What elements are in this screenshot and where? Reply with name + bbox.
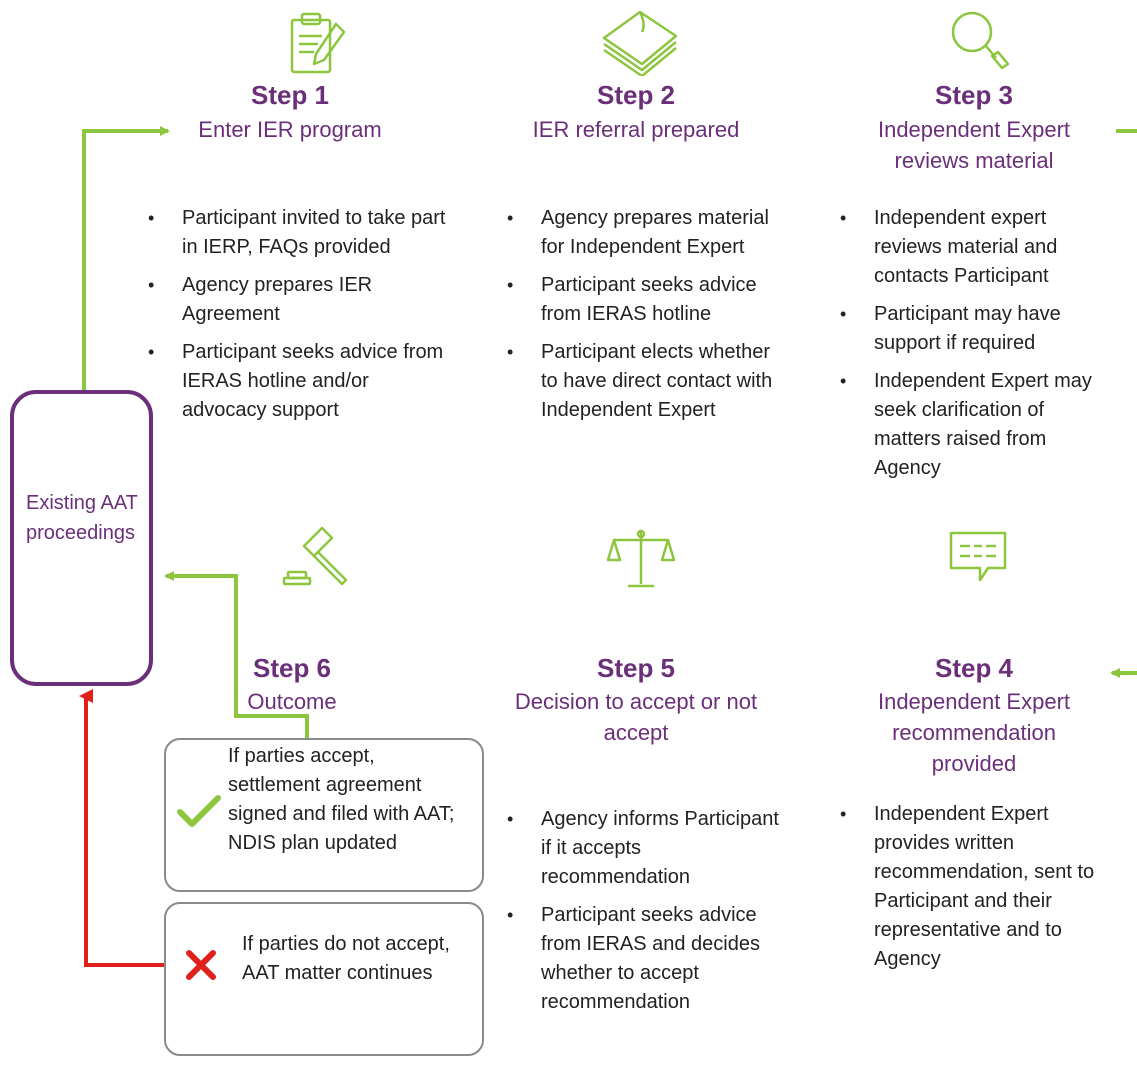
outcome-not-accept-box — [164, 902, 484, 1056]
step2-bullet-list: Agency prepares material for Independent… — [505, 204, 785, 434]
clipboard-icon — [290, 12, 346, 74]
step3-bullet-2: Participant may have support if required — [838, 300, 1113, 358]
existing-aat-proceedings-box — [10, 390, 153, 686]
step5-bullet-1: Agency informs Participant if it accepts… — [505, 805, 785, 892]
arrow-aat-to-step1 — [82, 126, 170, 390]
step3-bullet-list: Independent expert reviews material and … — [838, 204, 1113, 492]
step2-bullet-1: Agency prepares material for Independent… — [505, 204, 785, 262]
check-icon — [177, 795, 221, 827]
step3-bullet-3: Independent Expert may seek clarificatio… — [838, 367, 1113, 483]
arrow-not-accept-to-aat — [79, 689, 164, 967]
arrow-outcome-to-aat — [164, 571, 309, 738]
magnifier-icon — [951, 11, 1010, 70]
step5-bullet-2: Participant seeks advice from IERAS and … — [505, 901, 785, 1017]
aat-box-label: Existing AAT proceedings — [26, 492, 138, 544]
step1-bullet-1: Participant invited to take part in IERP… — [146, 204, 446, 262]
outcome-not-accept-text: If parties do not accept, AAT matter con… — [242, 933, 450, 984]
step2-bullet-2: Participant seeks advice from IERAS hotl… — [505, 271, 785, 329]
step1-subtitle: Enter IER program — [198, 117, 382, 142]
step4-subtitle: Independent Expert recommendation provid… — [877, 689, 1071, 776]
step5-bullet-list: Agency informs Participant if it accepts… — [505, 805, 785, 1026]
step4-title: Step 4 — [934, 653, 1014, 683]
cross-icon — [186, 950, 216, 980]
step2-subtitle: IER referral prepared — [532, 117, 740, 142]
step1-bullet-2: Agency prepares IER Agreement — [146, 271, 446, 329]
scales-icon — [606, 529, 676, 588]
step3-subtitle: Independent Expert reviews material — [877, 117, 1071, 173]
step1-bullet-list: Participant invited to take part in IERP… — [146, 204, 446, 434]
step5-subtitle: Decision to accept or not accept — [514, 689, 758, 745]
step3-title: Step 3 — [934, 80, 1014, 110]
speech-bubble-icon — [949, 531, 1007, 582]
step4-bullet-1: Independent Expert provides written reco… — [838, 800, 1118, 974]
outcome-accept-text: If parties accept, settlement agreement … — [228, 745, 455, 854]
step1-title: Step 1 — [250, 80, 330, 110]
step3-bullet-1: Independent expert reviews material and … — [838, 204, 1113, 291]
step1-bullet-3: Participant seeks advice from IERAS hotl… — [146, 338, 446, 425]
step2-bullet-3: Participant elects whether to have direc… — [505, 338, 785, 425]
papers-icon — [602, 10, 678, 76]
step4-bullet-list: Independent Expert provides written reco… — [838, 800, 1118, 983]
gavel-icon — [282, 526, 348, 586]
step6-title: Step 6 — [252, 653, 332, 683]
outcome-accept-box — [164, 738, 484, 892]
step6-subtitle: Outcome — [247, 689, 337, 714]
step5-title: Step 5 — [596, 653, 676, 683]
step2-title: Step 2 — [596, 80, 676, 110]
